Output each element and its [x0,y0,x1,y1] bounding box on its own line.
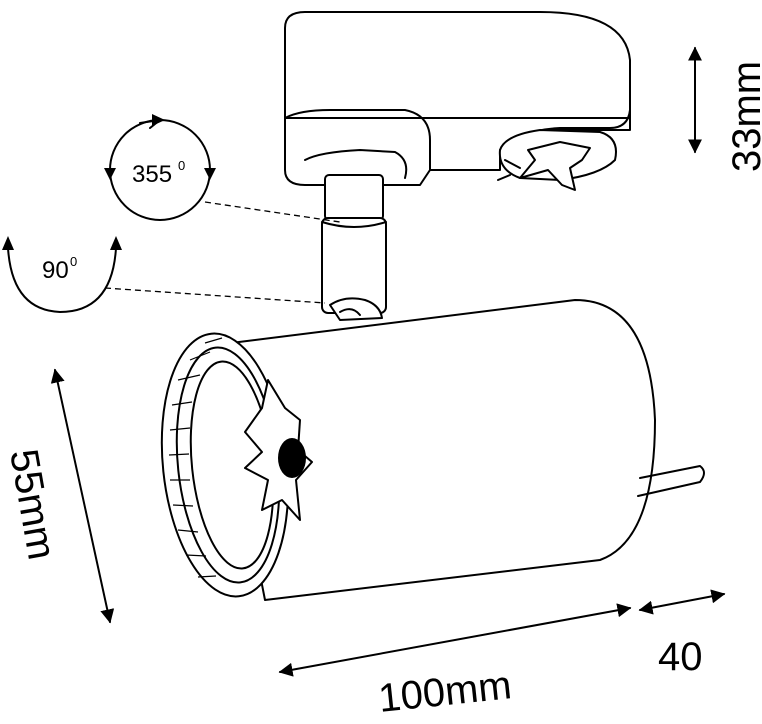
rotation-355-value: 355 [132,161,172,188]
rotation-90-degree: 0 [70,254,77,269]
track-adapter [284,11,631,186]
led-reflector [244,379,313,521]
dim-length-label: 100mm [376,663,513,721]
rotation-indicator-90: 90 0 [2,236,122,313]
dimension-length: 100mm [278,603,632,721]
rotation-indicator-355: 355 0 [104,114,216,221]
rotation-90-value: 90 [42,257,69,284]
dim-diameter-label: 55mm [1,446,64,563]
dimension-height: 33mm [688,46,762,172]
swivel-stem [321,174,387,321]
dimension-diameter: 55mm [1,368,115,624]
rotation-90-leader [104,287,326,304]
spotlight-front-bezel [160,332,290,598]
dim-height-label: 33mm [725,61,762,172]
adapter-locking-knob [497,129,617,191]
dimension-tail: 40 [638,589,726,679]
rotation-355-degree: 0 [178,158,185,173]
spotlight-body [214,299,705,601]
dim-tail-label: 40 [658,635,703,679]
rotation-355-leader [204,201,341,223]
